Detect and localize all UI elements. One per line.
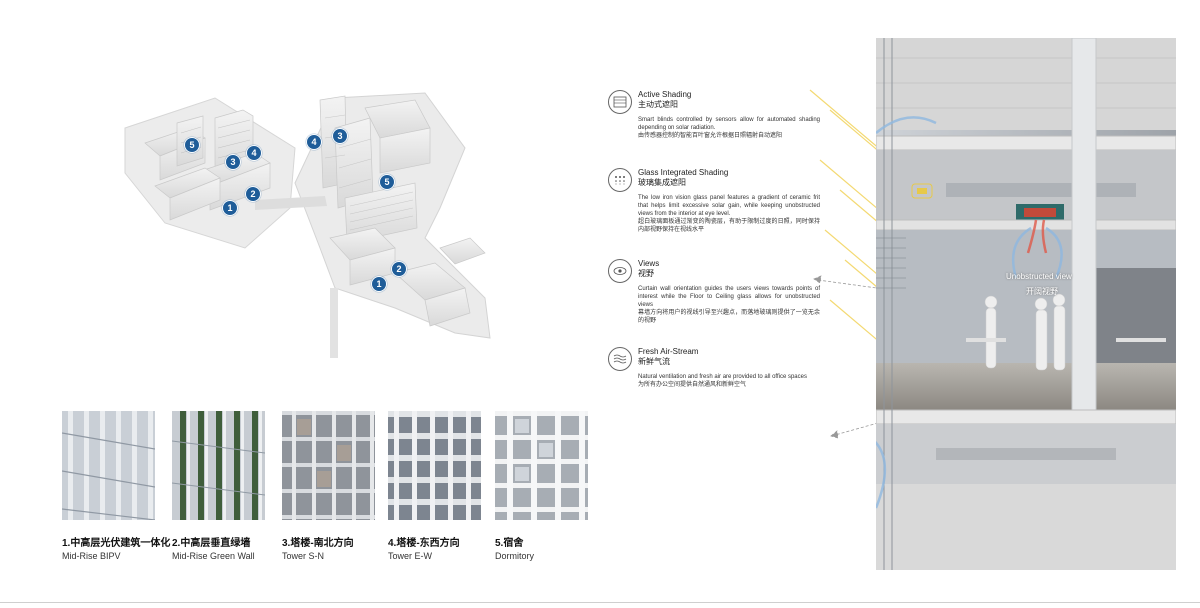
bottom-divider xyxy=(0,602,1200,603)
feature-desc-cn: 为所有办公空间提供自然通风和新鲜空气 xyxy=(638,382,747,388)
office-section-render: Unobstructed view 开阔视野 xyxy=(870,37,1177,570)
feature-title-cn: 视野 xyxy=(638,269,654,278)
feature-title-en: Active Shading xyxy=(638,90,692,99)
facade-caption-cn: 1.中高层光伏建筑一体化 xyxy=(62,538,171,549)
facade-image xyxy=(172,411,265,520)
facade-caption-cn: 2.中高层垂直绿墙 xyxy=(172,538,251,549)
feature-title-cn: 新鲜气流 xyxy=(638,357,670,366)
site-marker[interactable]: 5 xyxy=(379,174,395,190)
facade-caption-en: Mid-Rise Green Wall xyxy=(172,551,255,561)
facade-caption: 1.中高层光伏建筑一体化 Mid-Rise BIPV xyxy=(62,538,170,562)
site-marker[interactable]: 3 xyxy=(332,128,348,144)
site-marker[interactable]: 4 xyxy=(306,134,322,150)
feature-title-en: Fresh Air-Stream xyxy=(638,347,699,356)
feature-active-shading: Active Shading 主动式遮阳 Smart blinds contro… xyxy=(608,90,820,150)
facade-caption: 3.塔楼-南北方向 Tower S-N xyxy=(282,538,354,562)
feature-desc-en: Curtain wall orientation guides the user… xyxy=(638,286,820,308)
facade-caption-cn: 3.塔楼-南北方向 xyxy=(282,538,354,549)
site-massing-drawing xyxy=(124,92,491,358)
frit-icon xyxy=(608,168,632,192)
feature-desc-cn: 幕墙方向将用户的视线引导至兴趣点，而落地玻璃则提供了一览无余的视野 xyxy=(638,310,820,324)
facade-caption-en: Dormitory xyxy=(495,551,535,561)
facade-caption-en: Tower S-N xyxy=(282,551,325,561)
facade-thumb-tower-sn xyxy=(282,411,375,520)
facade-caption-en: Mid-Rise BIPV xyxy=(62,551,121,561)
blinds-icon xyxy=(608,90,632,114)
facade-thumb-dormitory xyxy=(495,411,588,520)
section-label-en: Unobstructed view xyxy=(1006,272,1072,281)
facade-caption-en: Tower E-W xyxy=(388,551,433,561)
feature-desc-en: Natural ventilation and fresh air are pr… xyxy=(638,374,807,380)
feature-glass-shading: Glass Integrated Shading 玻璃集成遮阳 The low … xyxy=(608,168,820,238)
facade-image xyxy=(62,411,155,520)
site-marker[interactable]: 2 xyxy=(391,261,407,277)
site-marker[interactable]: 4 xyxy=(246,145,262,161)
facade-image xyxy=(388,411,481,520)
feature-title-cn: 玻璃集成遮阳 xyxy=(638,178,686,187)
site-marker[interactable]: 1 xyxy=(371,276,387,292)
feature-desc-cn: 超白玻璃面板通过渐变的陶瓷层，有助于限制过度的日照，同时保持内部视野保持在视线水… xyxy=(638,219,820,233)
feature-title: Glass Integrated Shading 玻璃集成遮阳 xyxy=(638,168,728,188)
feature-fresh-air: Fresh Air-Stream 新鲜气流 Natural ventilatio… xyxy=(608,347,820,403)
facade-caption-cn: 5.宿舍 xyxy=(495,538,524,549)
site-marker[interactable]: 2 xyxy=(245,186,261,202)
feature-desc-en: The low iron vision glass panel features… xyxy=(638,195,820,217)
wind-icon xyxy=(608,347,632,371)
feature-title-en: Views xyxy=(638,259,660,268)
site-marker[interactable]: 5 xyxy=(184,137,200,153)
feature-title: Fresh Air-Stream 新鲜气流 xyxy=(638,347,698,367)
facade-image xyxy=(282,411,375,520)
facade-caption: 2.中高层垂直绿墙 Mid-Rise Green Wall xyxy=(172,538,255,562)
feature-title-en: Glass Integrated Shading xyxy=(638,168,729,177)
feature-desc-cn: 由传感器控制的智能百叶窗允许根据日照辐射自动遮阳 xyxy=(638,133,783,139)
feature-description: Natural ventilation and fresh air are pr… xyxy=(638,373,820,389)
feature-title: Views 视野 xyxy=(638,259,659,279)
facade-image xyxy=(495,411,588,520)
site-marker[interactable]: 1 xyxy=(222,200,238,216)
facade-caption: 4.塔楼-东西方向 Tower E-W xyxy=(388,538,460,562)
facade-thumb-bipv xyxy=(62,411,155,520)
eye-icon xyxy=(608,259,632,283)
feature-title-cn: 主动式遮阳 xyxy=(638,100,678,109)
feature-desc-en: Smart blinds controlled by sensors allow… xyxy=(638,117,820,131)
facade-caption-cn: 4.塔楼-东西方向 xyxy=(388,538,460,549)
feature-description: The low iron vision glass panel features… xyxy=(638,194,820,234)
facade-caption: 5.宿舍 Dormitory xyxy=(495,538,534,562)
section-drawing xyxy=(870,37,1177,570)
site-axonometric: 5 3 4 2 1 4 3 5 2 1 xyxy=(95,88,515,368)
facade-thumb-green-wall xyxy=(172,411,265,520)
facade-thumb-tower-ew xyxy=(388,411,481,520)
feature-description: Smart blinds controlled by sensors allow… xyxy=(638,116,820,140)
feature-views: Views 视野 Curtain wall orientation guides… xyxy=(608,259,820,329)
section-label-cn: 开阔视野 xyxy=(1026,287,1058,296)
feature-title: Active Shading 主动式遮阳 xyxy=(638,90,691,110)
site-marker[interactable]: 3 xyxy=(225,154,241,170)
feature-description: Curtain wall orientation guides the user… xyxy=(638,285,820,325)
